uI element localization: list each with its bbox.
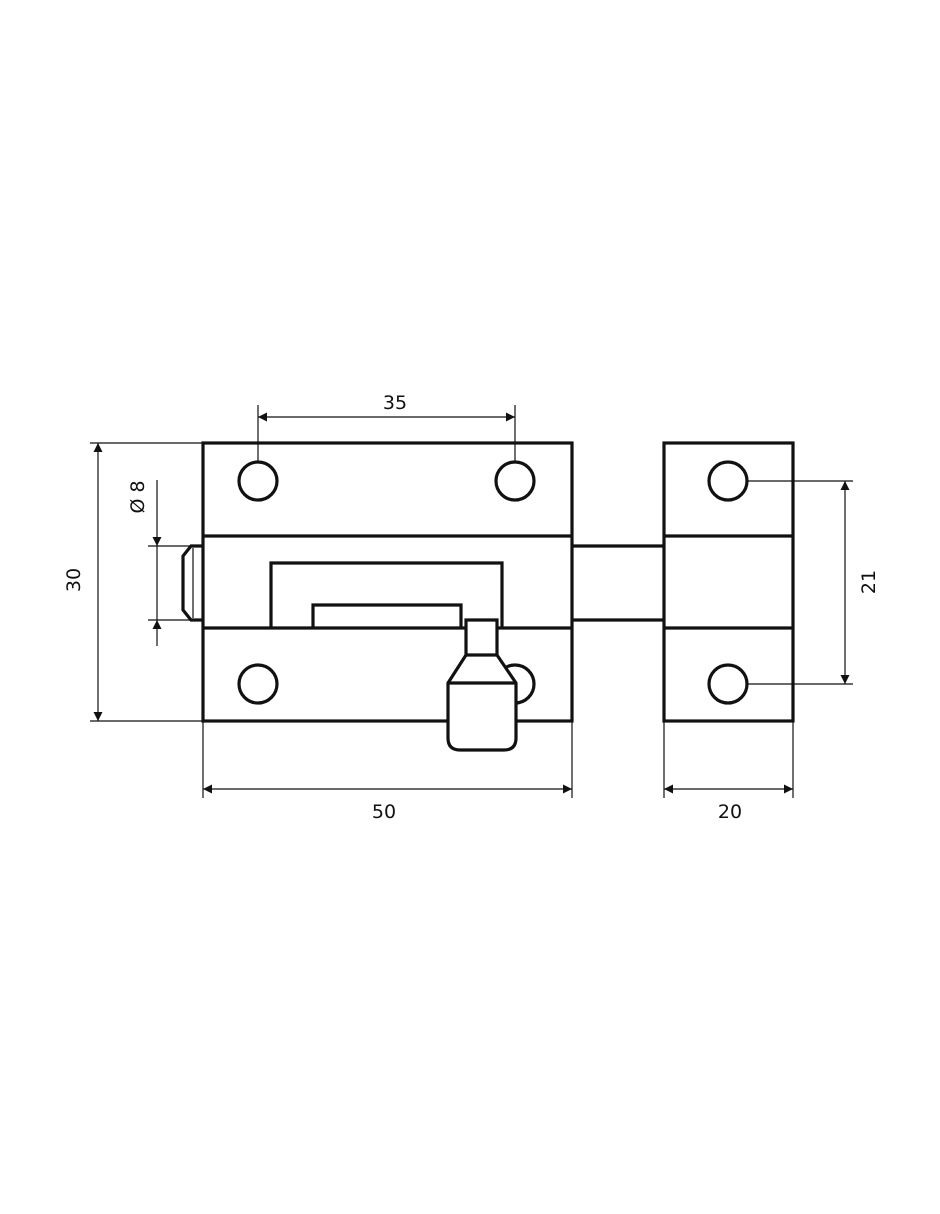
keeper-hole — [707, 460, 749, 502]
dimension-50: 50 — [202, 721, 573, 823]
mounting-hole — [237, 663, 279, 705]
dimension-21: 21 — [747, 480, 880, 685]
bolt-handle — [446, 618, 518, 752]
dimension-label: Ø 8 — [127, 480, 149, 513]
dimension-label: 20 — [718, 801, 742, 823]
bolt-tip — [181, 544, 203, 622]
dimension-diameter-8: Ø 8 — [127, 480, 190, 646]
mounting-hole — [494, 460, 536, 502]
bolt-body — [181, 441, 574, 723]
dimension-label: 30 — [63, 568, 85, 592]
keeper — [662, 441, 795, 723]
bolt-rod — [572, 544, 664, 622]
dimension-label: 35 — [383, 392, 407, 414]
keeper-hole — [707, 663, 749, 705]
slot-outline — [269, 561, 504, 628]
dimension-label: 21 — [858, 570, 880, 594]
bolt-bar — [311, 603, 463, 628]
dimension-20: 20 — [663, 721, 794, 823]
dimension-30: 30 — [63, 442, 203, 722]
body-outline — [201, 441, 574, 723]
mounting-hole — [237, 460, 279, 502]
dimension-label: 50 — [372, 801, 396, 823]
dimension-35: 35 — [257, 392, 516, 462]
